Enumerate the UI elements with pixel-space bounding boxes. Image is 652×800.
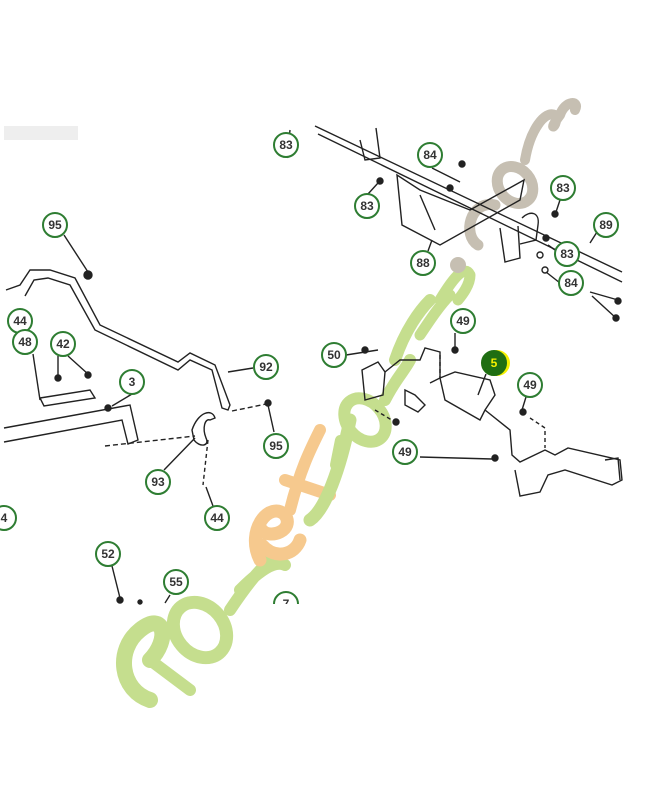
callout-88[interactable]: 88 [410, 250, 436, 276]
callout-44[interactable]: 44 [7, 308, 33, 334]
callout-52[interactable]: 52 [95, 541, 121, 567]
callout-83[interactable]: 83 [550, 175, 576, 201]
callout-3[interactable]: 3 [119, 369, 145, 395]
callout-93[interactable]: 93 [145, 469, 171, 495]
callout-4[interactable]: 4 [0, 505, 17, 531]
callout-55[interactable]: 55 [163, 569, 189, 595]
callout-84[interactable]: 84 [417, 142, 443, 168]
callout-83[interactable]: 83 [354, 193, 380, 219]
callout-50[interactable]: 50 [321, 342, 347, 368]
callout-83[interactable]: 83 [273, 132, 299, 158]
callout-5[interactable]: 5 [481, 350, 507, 376]
callout-49[interactable]: 49 [392, 439, 418, 465]
callout-95[interactable]: 95 [42, 212, 68, 238]
callout-42[interactable]: 42 [50, 331, 76, 357]
callout-49[interactable]: 49 [517, 372, 543, 398]
callout-44[interactable]: 44 [204, 505, 230, 531]
callout-49[interactable]: 49 [450, 308, 476, 334]
callout-95[interactable]: 95 [263, 433, 289, 459]
callout-83[interactable]: 83 [554, 241, 580, 267]
callout-84[interactable]: 84 [558, 270, 584, 296]
callout-92[interactable]: 92 [253, 354, 279, 380]
callout-89[interactable]: 89 [593, 212, 619, 238]
callout-48[interactable]: 48 [12, 329, 38, 355]
